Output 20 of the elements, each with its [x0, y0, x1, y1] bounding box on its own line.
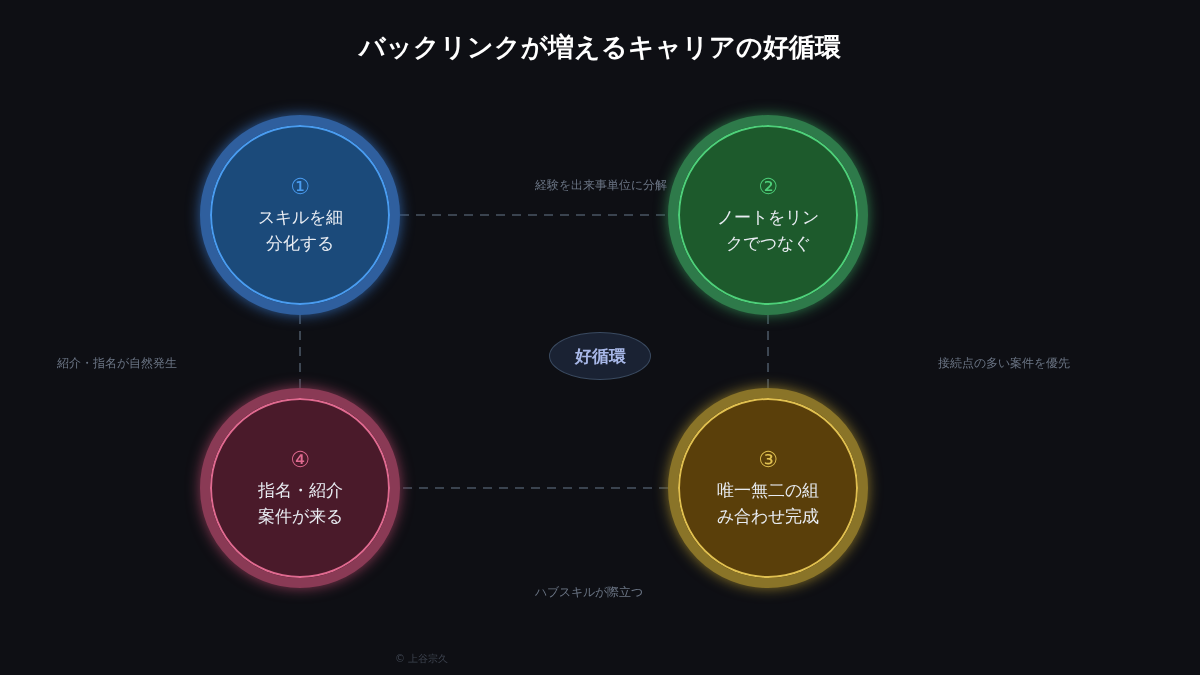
- note-text: 紹介・指名が自然発生: [57, 355, 177, 372]
- center-ellipse: 好循環: [549, 332, 651, 380]
- step-number: ④: [290, 447, 310, 473]
- title: バックリンクが増えるキャリアの好循環: [357, 31, 842, 64]
- connector-line: [767, 314, 769, 389]
- connector-line: [299, 314, 301, 389]
- step-circle: [668, 115, 868, 315]
- step-text: 唯一無二の組み合わせ完成: [716, 479, 820, 528]
- note-text: 経験を出来事単位に分解: [535, 177, 667, 194]
- step-text: ノートをリンクでつなぐ: [716, 206, 820, 255]
- step-text: スキルを細分化する: [256, 206, 344, 255]
- step-text: 指名・紹介案件が来る: [256, 479, 344, 528]
- step-number: ①: [290, 174, 310, 200]
- note-text: ハブスキルが際立つ: [535, 584, 643, 601]
- note-text: 接続点の多い案件を優先: [938, 355, 1070, 372]
- step-number: ②: [758, 174, 778, 200]
- step-number: ③: [758, 447, 778, 473]
- step-circle: [200, 388, 400, 588]
- step-circle: [200, 115, 400, 315]
- step-circle: [668, 388, 868, 588]
